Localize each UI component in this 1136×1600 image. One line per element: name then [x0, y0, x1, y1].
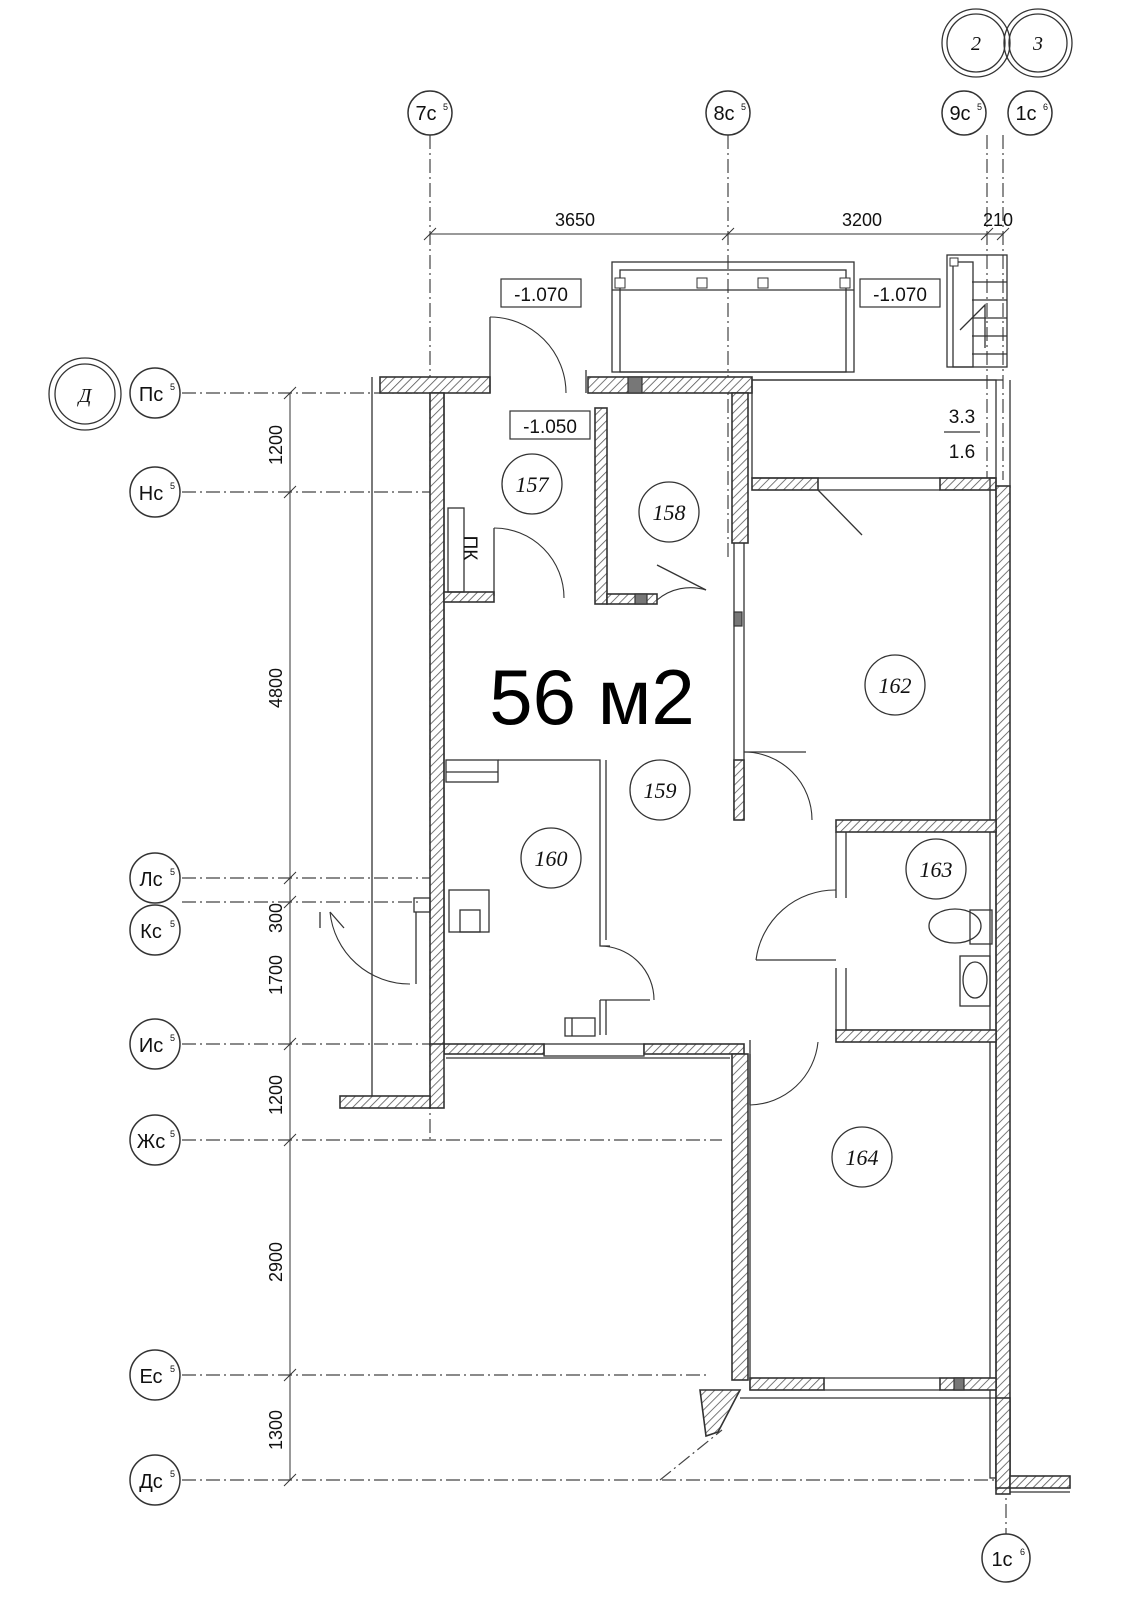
- svg-text:6: 6: [1043, 102, 1048, 112]
- dim-left-2900: 2900: [266, 1242, 286, 1282]
- svg-text:5: 5: [170, 1033, 175, 1043]
- axis-bubble-kc: Кс 5: [129, 904, 181, 956]
- svg-text:Д: Д: [77, 385, 93, 407]
- axis-bubble-nc: Нс 5: [129, 466, 181, 518]
- dim-top-3200: 3200: [842, 210, 882, 230]
- level-mark-1: -1.070: [500, 278, 582, 308]
- axis-bubble-ic: Ис 5: [129, 1018, 181, 1070]
- room-162: 162: [864, 654, 926, 716]
- svg-text:5: 5: [170, 1129, 175, 1139]
- svg-text:5: 5: [170, 1364, 175, 1374]
- room-160: 160: [520, 827, 582, 889]
- svg-text:5: 5: [170, 919, 175, 929]
- svg-text:1с: 1с: [1015, 103, 1036, 125]
- apartment-area-label: 56 м2: [489, 653, 694, 741]
- svg-text:Ис: Ис: [139, 1035, 163, 1057]
- pk-label: ПК: [459, 536, 480, 561]
- axis-bubble-pc: Пс 5: [129, 367, 181, 419]
- dim-left-1300: 1300: [266, 1410, 286, 1450]
- level-mark-2: -1.070: [859, 278, 941, 308]
- axis-bubble-7c: 7с 5: [407, 90, 453, 136]
- svg-text:5: 5: [170, 481, 175, 491]
- svg-text:163: 163: [920, 857, 953, 882]
- axis-line-diagonal: [659, 1429, 723, 1481]
- svg-text:Нс: Нс: [139, 483, 163, 505]
- svg-text:164: 164: [846, 1145, 879, 1170]
- svg-text:5: 5: [170, 867, 175, 877]
- axis-bubble-1c-top: 1с 6: [1007, 90, 1053, 136]
- section-mark-3: 3: [1003, 8, 1073, 78]
- axis-bubble-dc: Дс 5: [129, 1454, 181, 1506]
- dim-top-3650: 3650: [555, 210, 595, 230]
- svg-text:5: 5: [977, 102, 982, 112]
- svg-text:157: 157: [516, 472, 550, 497]
- bathroom-fixtures: [928, 908, 993, 1007]
- walls: [339, 376, 1071, 1495]
- svg-text:2: 2: [971, 33, 981, 55]
- svg-text:-1.070: -1.070: [873, 285, 927, 306]
- svg-text:160: 160: [535, 846, 568, 871]
- svg-text:1с: 1с: [991, 1549, 1012, 1571]
- axis-bubble-1c-bottom: 1с 6: [981, 1533, 1031, 1583]
- room-163: 163: [905, 838, 967, 900]
- svg-text:9с: 9с: [949, 103, 970, 125]
- svg-text:6: 6: [1020, 1547, 1025, 1557]
- axis-bubble-8c: 8с 5: [705, 90, 751, 136]
- svg-text:Жс: Жс: [137, 1131, 165, 1153]
- svg-text:-1.070: -1.070: [514, 285, 568, 306]
- balcony-value-2: 1.6: [949, 442, 975, 463]
- svg-text:3: 3: [1032, 33, 1043, 55]
- dim-left-1200b: 1200: [266, 1075, 286, 1115]
- dim-left-4800: 4800: [266, 668, 286, 708]
- room-158: 158: [638, 481, 700, 543]
- section-mark-d: Д: [48, 357, 122, 431]
- section-mark-2: 2: [941, 8, 1011, 78]
- dim-left-300: 300: [266, 903, 286, 933]
- axis-bubble-9c: 9с 5: [941, 90, 987, 136]
- dimension-lines: [283, 227, 1010, 1487]
- room-159: 159: [629, 759, 691, 821]
- svg-text:7с: 7с: [415, 103, 436, 125]
- svg-text:162: 162: [879, 673, 912, 698]
- axis-bubble-ec: Ес 5: [129, 1349, 181, 1401]
- balcony-value-1: 3.3: [949, 407, 975, 428]
- svg-text:8с: 8с: [713, 103, 734, 125]
- svg-text:158: 158: [653, 500, 686, 525]
- grid-axes: [182, 135, 1007, 1535]
- svg-text:Ес: Ес: [139, 1366, 162, 1388]
- svg-text:5: 5: [741, 102, 746, 112]
- doors: [319, 316, 837, 1106]
- axis-bubble-zhc: Жс 5: [129, 1114, 181, 1166]
- svg-text:Кс: Кс: [140, 921, 162, 943]
- axis-bubble-lc: Лс 5: [129, 852, 181, 904]
- svg-text:Лс: Лс: [139, 869, 162, 891]
- svg-text:159: 159: [644, 778, 677, 803]
- dim-top-210: 210: [983, 210, 1013, 230]
- dim-left-1200: 1200: [266, 425, 286, 465]
- svg-text:5: 5: [170, 382, 175, 392]
- room-164: 164: [831, 1126, 893, 1188]
- svg-text:5: 5: [443, 102, 448, 112]
- svg-text:5: 5: [170, 1469, 175, 1479]
- dim-left-1700: 1700: [266, 955, 286, 995]
- room-157: 157: [501, 453, 563, 515]
- svg-text:Пс: Пс: [139, 384, 163, 406]
- level-mark-3: -1.050: [509, 410, 591, 440]
- svg-text:-1.050: -1.050: [523, 417, 577, 438]
- balcony: [611, 254, 1011, 488]
- svg-text:Дс: Дс: [139, 1471, 163, 1493]
